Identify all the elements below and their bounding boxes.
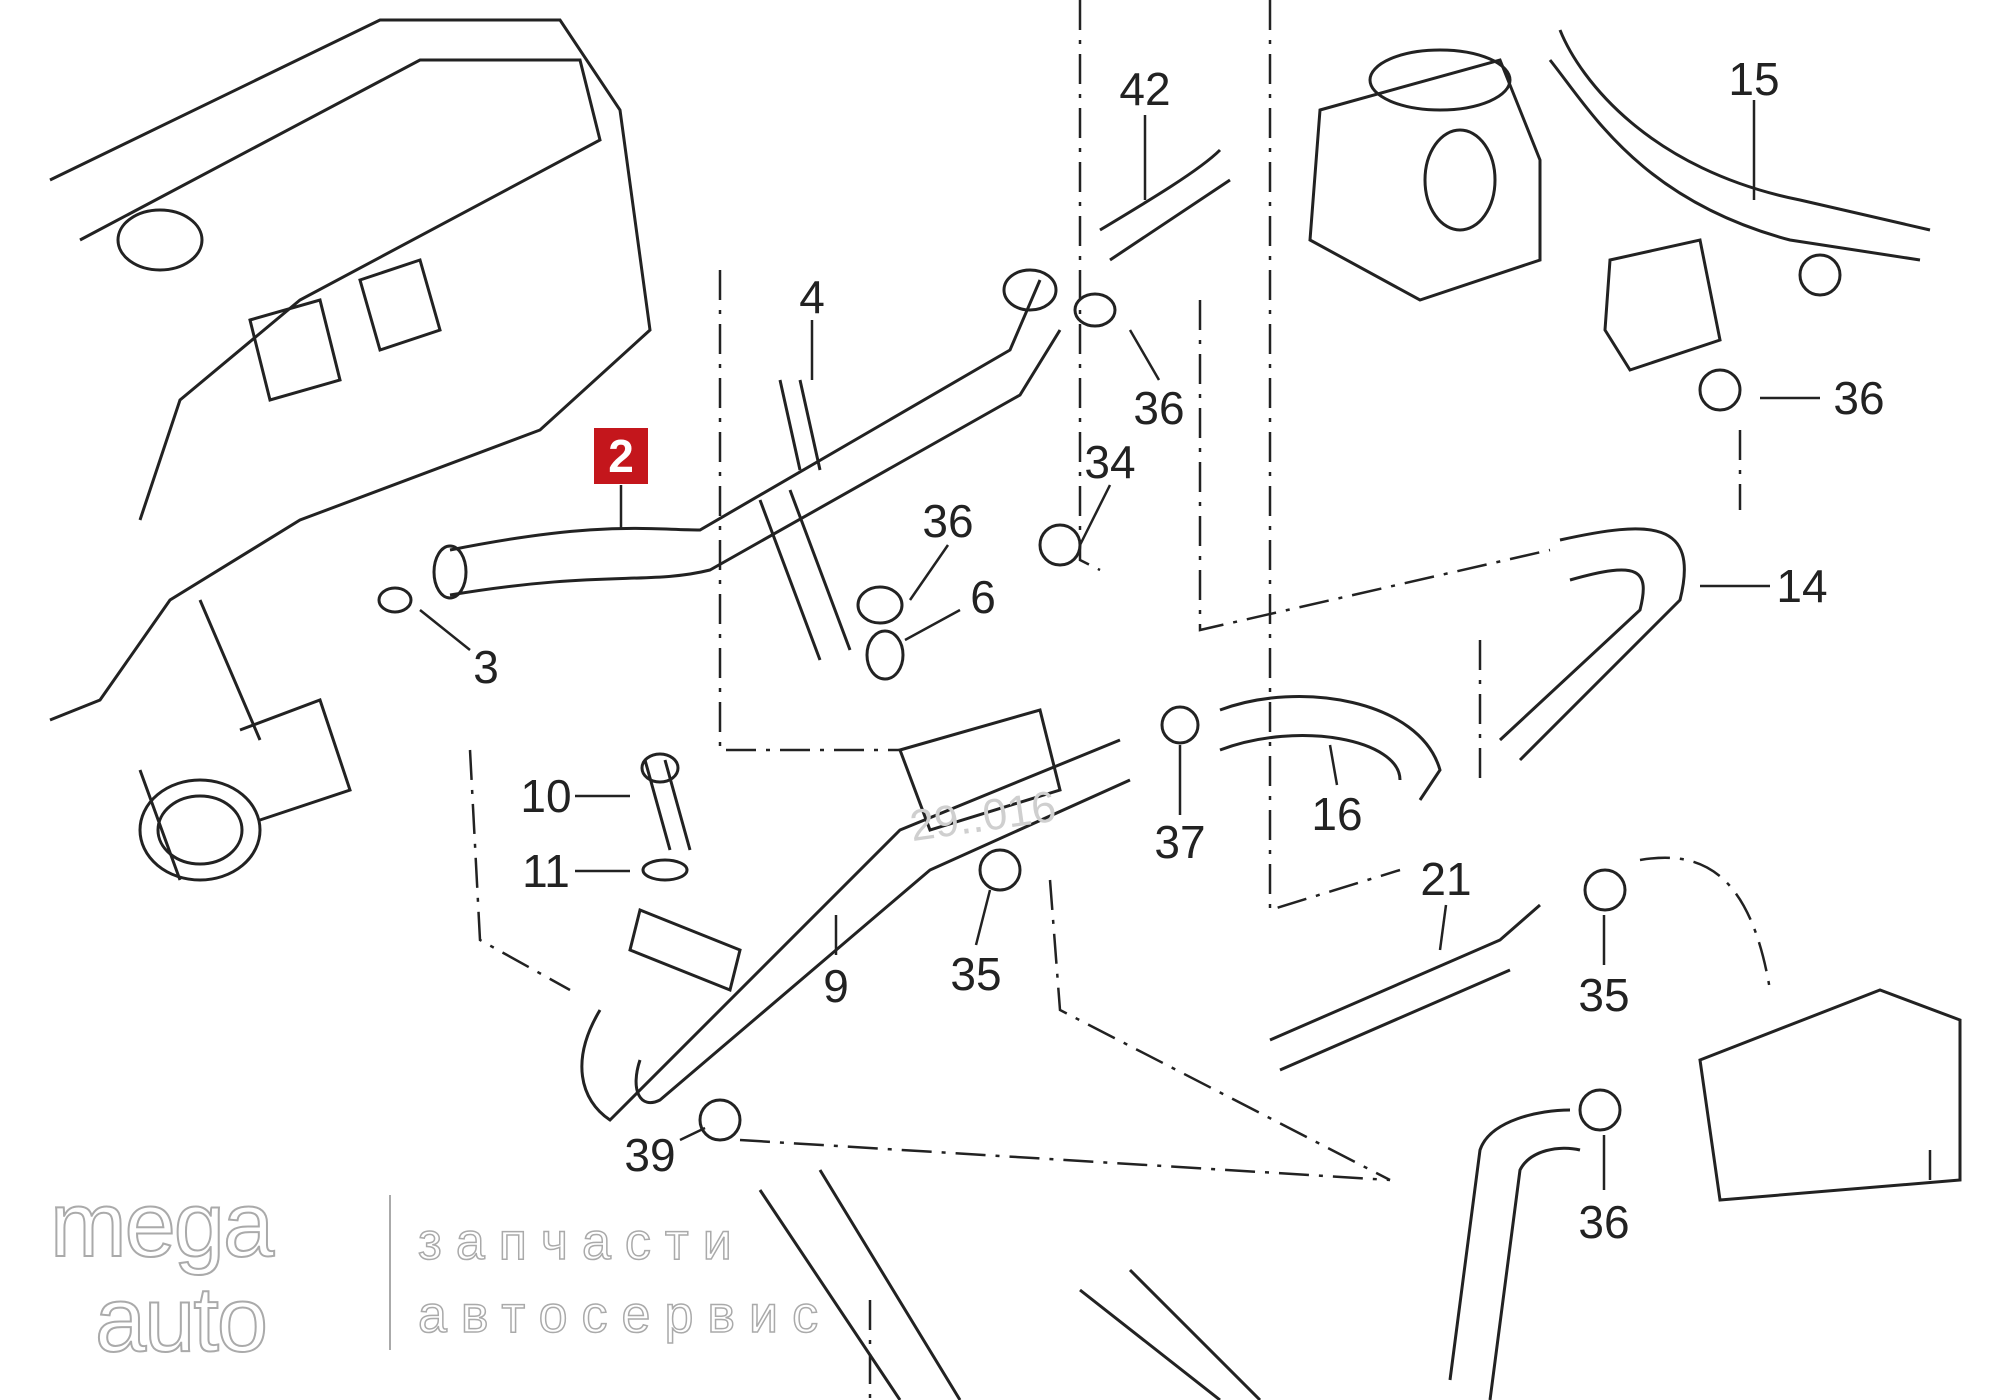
- callout-36: 36: [922, 495, 974, 547]
- callout-11: 11: [522, 845, 570, 897]
- callout-42: 42: [1119, 63, 1171, 115]
- callout-3: 3: [473, 641, 499, 693]
- expansion-tank: [1603, 238, 1722, 372]
- logo-tagline-service: автосервис: [417, 1285, 833, 1345]
- callout-35: 35: [950, 948, 1002, 1000]
- hoses: [758, 29, 1931, 1400]
- small-parts: [377, 253, 1962, 1202]
- callout-15: 15: [1728, 53, 1780, 105]
- callout-2-highlighted[interactable]: 2: [594, 428, 648, 484]
- callout-21: 21: [1420, 853, 1472, 905]
- callout-36: 36: [1833, 372, 1885, 424]
- callout-9: 9: [823, 960, 849, 1012]
- coolant-distributor-pipe-9: [580, 708, 1131, 1122]
- callout-6: 6: [970, 571, 996, 623]
- callout-14: 14: [1776, 560, 1828, 612]
- callout-16: 16: [1311, 788, 1363, 840]
- callout-34: 34: [1084, 436, 1136, 488]
- callout-36: 36: [1133, 382, 1185, 434]
- callout-10: 10: [520, 770, 572, 822]
- assembly-lines: [468, 0, 1932, 1400]
- coolant-pipe-2: [432, 268, 1062, 600]
- logo-auto: auto: [94, 1269, 269, 1371]
- callout-39: 39: [624, 1129, 676, 1181]
- callout-4: 4: [799, 271, 825, 323]
- coolant-flange-housing: [1308, 48, 1542, 302]
- logo-mega: mega: [49, 1174, 275, 1276]
- engine-block: [49, 18, 652, 882]
- logo-tagline-parts: запчасти: [417, 1212, 746, 1272]
- logo-divider: [389, 1195, 391, 1350]
- callout-35: 35: [1578, 969, 1630, 1021]
- callout-37: 37: [1154, 816, 1206, 868]
- callout-36: 36: [1578, 1196, 1630, 1248]
- leader-lines: [419, 100, 1820, 1190]
